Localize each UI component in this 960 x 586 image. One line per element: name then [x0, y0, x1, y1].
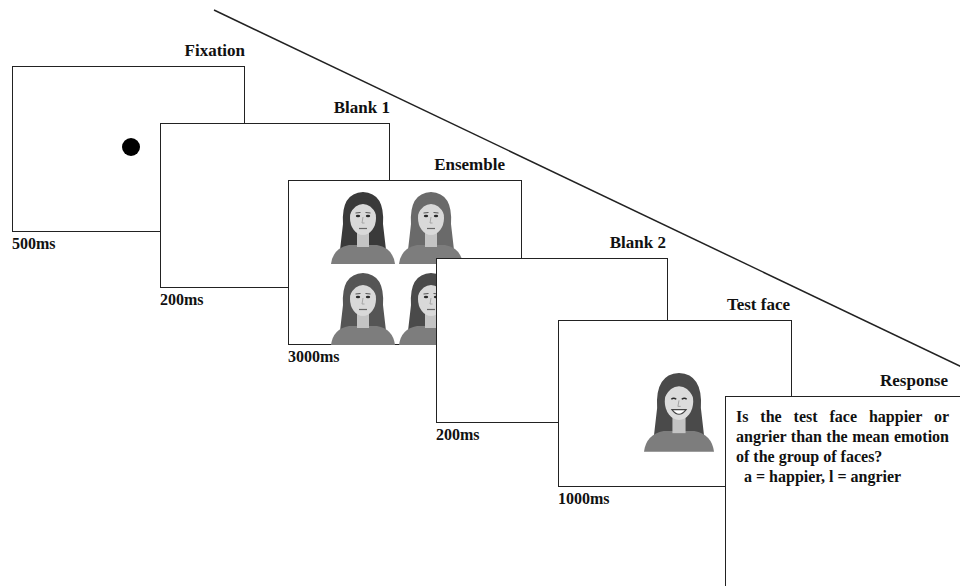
screen-label: Blank 1	[160, 98, 390, 118]
label-row: Test face	[558, 295, 792, 315]
screen-label: Response	[725, 371, 948, 391]
label-row: Fixation	[12, 41, 245, 61]
label-row: Blank 2	[436, 233, 668, 253]
instruction-text: Is the test face happier or angrier than…	[736, 407, 949, 467]
screen-frame: Is the test face happier or angrier than…	[725, 396, 960, 586]
response-screen: Response Is the test face happier or angr…	[725, 371, 960, 586]
screen-label: Fixation	[12, 41, 245, 61]
screen-label: Blank 2	[436, 233, 666, 253]
label-row: Ensemble	[288, 155, 522, 175]
screen-label: Ensemble	[288, 155, 505, 175]
screen-label: Test face	[558, 295, 790, 315]
key-text: a = happier, l = angrier	[736, 467, 949, 487]
label-row: Response	[725, 371, 960, 391]
label-row: Blank 1	[160, 98, 390, 118]
